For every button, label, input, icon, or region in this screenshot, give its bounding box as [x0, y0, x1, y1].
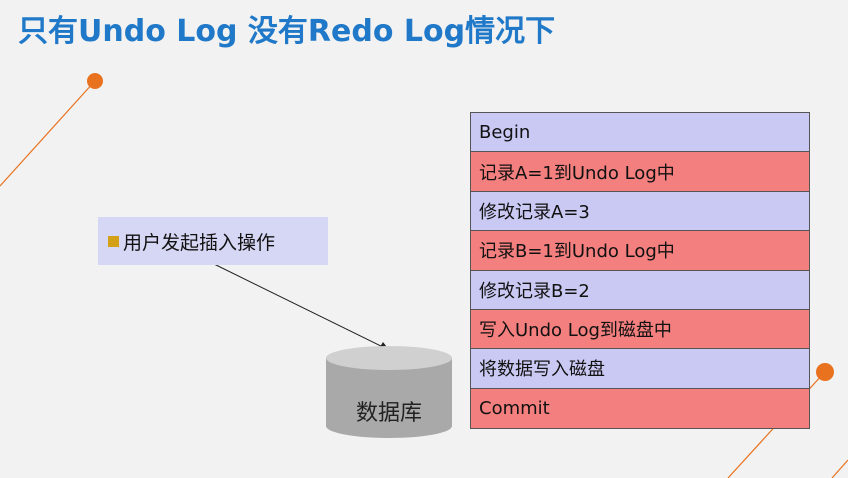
- decor-line-right-2: [831, 459, 848, 478]
- step-begin: Begin: [471, 113, 809, 153]
- step-modify-a: 修改记录A=3: [471, 191, 809, 232]
- step-write-data: 将数据写入磁盘: [471, 349, 809, 389]
- decor-dot-right: [816, 363, 834, 381]
- decor-dot-left: [87, 73, 103, 89]
- step-commit: Commit: [471, 388, 809, 428]
- decor-line-left: [0, 81, 95, 187]
- arrow-line: [213, 263, 384, 348]
- database-label: 数据库: [355, 401, 422, 426]
- arrow-head: [378, 342, 390, 351]
- bullet-square-icon: [108, 235, 119, 247]
- page-title: 只有Undo Log 没有Redo Log情况下: [18, 14, 556, 49]
- transaction-steps: Begin 记录A=1到Undo Log中 修改记录A=3 记录B=1到Undo…: [470, 112, 810, 429]
- step-log-b: 记录B=1到Undo Log中: [471, 231, 809, 271]
- insert-operation-text: 用户发起插入操作: [123, 231, 276, 254]
- step-log-a: 记录A=1到Undo Log中: [471, 152, 809, 192]
- step-write-undo-log: 写入Undo Log到磁盘中: [471, 309, 809, 350]
- step-modify-b: 修改记录B=2: [471, 270, 809, 310]
- insert-operation-note: 用户发起插入操作: [98, 217, 328, 265]
